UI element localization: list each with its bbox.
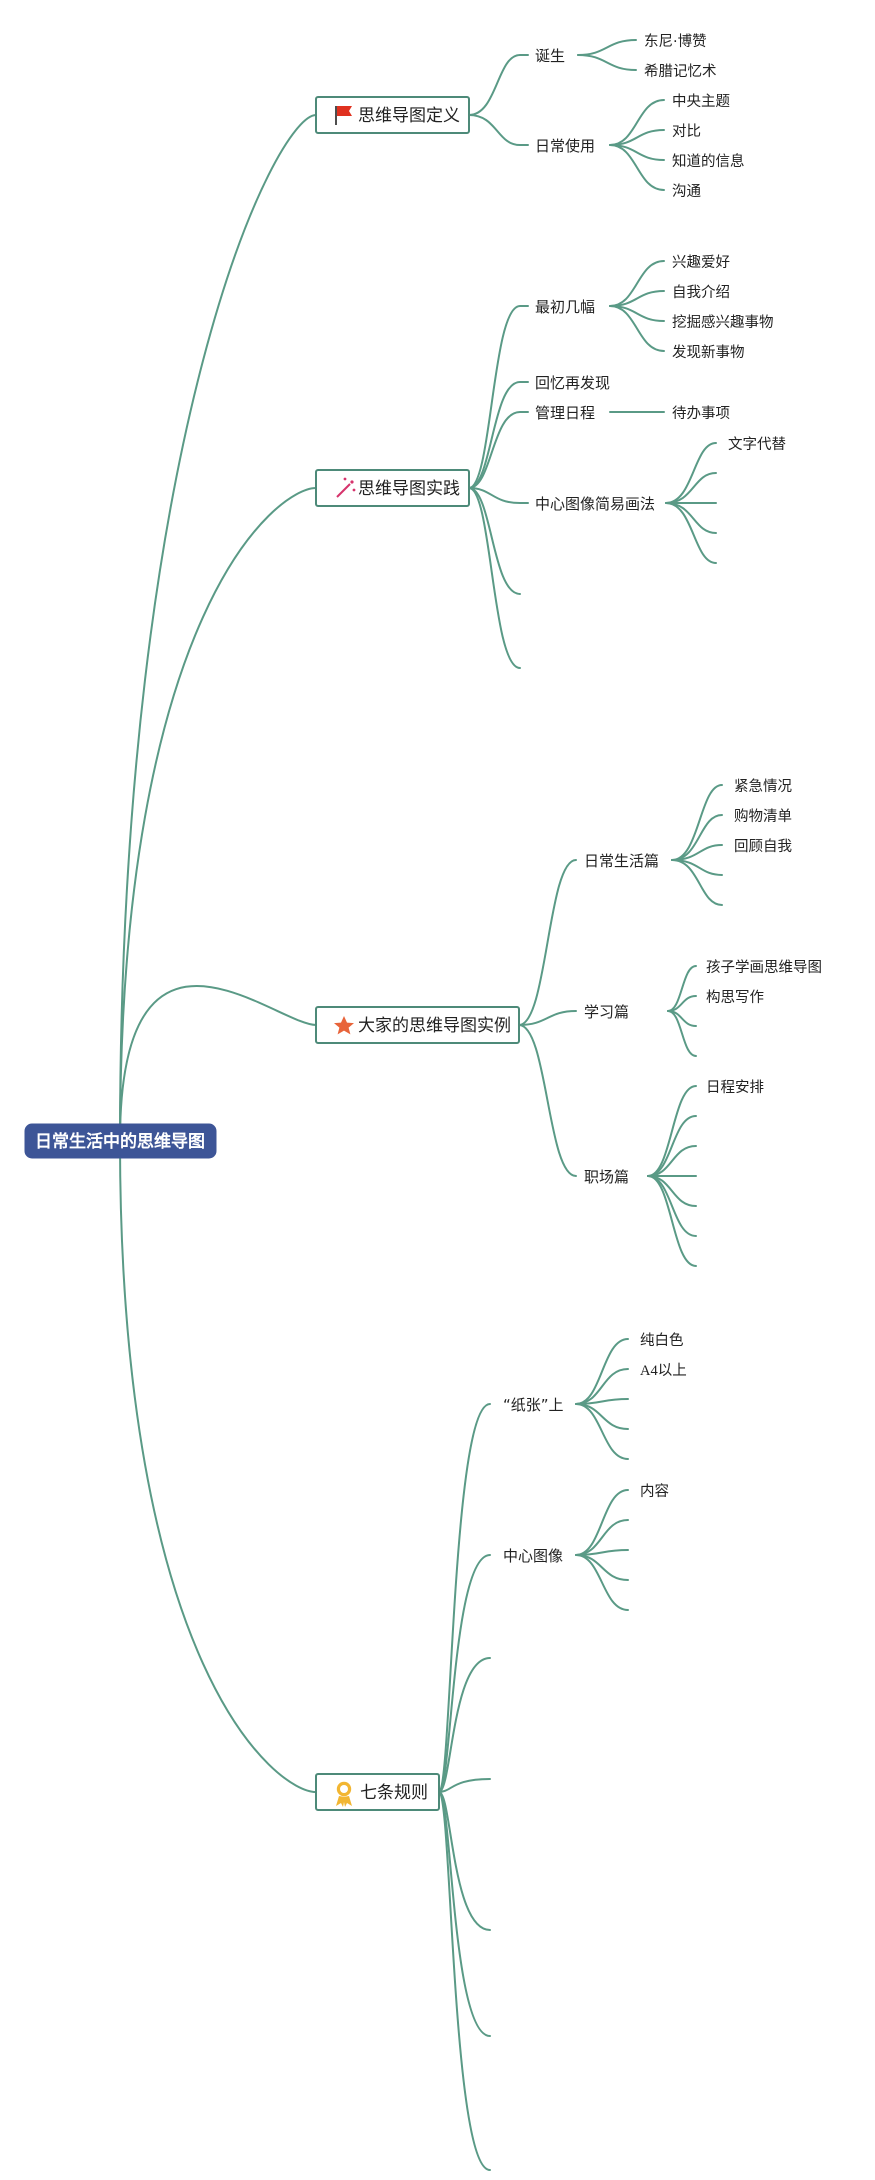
- root-node[interactable]: 日常生活中的思维导图: [24, 1123, 217, 1159]
- subtopic-label[interactable]: 学习篇: [584, 1003, 629, 1021]
- leaf-connector: [647, 1115, 697, 1177]
- leaf-label[interactable]: 挖掘感兴趣事物: [672, 314, 774, 331]
- leaf-label[interactable]: 希腊记忆术: [644, 63, 717, 80]
- leaf-connector: [609, 144, 665, 191]
- leaf-label[interactable]: 内容: [640, 1483, 669, 1500]
- subtopic-connector: [468, 487, 521, 669]
- leaf-label[interactable]: 对比: [672, 123, 701, 140]
- leaf-connector: [575, 1489, 629, 1556]
- leaf-connector: [575, 1338, 629, 1405]
- leaf-label[interactable]: 孩子学画思维导图: [706, 959, 822, 976]
- leaf-connector: [667, 1010, 697, 1057]
- subtopic-label[interactable]: “纸张”上: [503, 1396, 564, 1414]
- subtopic-label[interactable]: 管理日程: [535, 404, 595, 422]
- subtopic-label[interactable]: 最初几幅: [535, 298, 595, 316]
- subtopic-connector: [518, 859, 577, 1026]
- leaf-connector: [647, 1175, 697, 1237]
- star-icon: [334, 1016, 354, 1035]
- subtopic-connector: [438, 1791, 491, 2037]
- root-connector: [119, 487, 317, 1142]
- branch-node-seven-rules[interactable]: 七条规则: [315, 1773, 440, 1811]
- red-flag-icon: [335, 106, 352, 125]
- subtopic-label[interactable]: 回忆再发现: [535, 374, 610, 392]
- leaf-label[interactable]: 沟通: [672, 183, 701, 200]
- leaf-label[interactable]: 自我介绍: [672, 284, 730, 301]
- subtopic-connector: [438, 1791, 491, 2171]
- subtopic-connector: [468, 381, 529, 489]
- subtopic-connector: [468, 411, 529, 489]
- leaf-label[interactable]: 购物清单: [734, 808, 792, 825]
- leaf-label[interactable]: 回顾自我: [734, 838, 792, 855]
- subtopic-label[interactable]: 日常生活篇: [584, 852, 659, 870]
- leaf-connector: [665, 502, 717, 564]
- leaf-connector: [575, 1554, 629, 1611]
- leaf-connector: [671, 859, 723, 906]
- subtopic-connector: [518, 1010, 577, 1026]
- root-connector: [119, 985, 317, 1142]
- leaf-connector: [647, 1175, 697, 1267]
- leaf-label[interactable]: 知道的信息: [672, 153, 745, 170]
- subtopic-connector: [468, 114, 529, 146]
- root-connector: [119, 114, 317, 1142]
- magic-wand-icon: [336, 477, 356, 498]
- leaf-connector: [577, 54, 637, 71]
- subtopic-connector: [468, 54, 529, 116]
- subtopic-connector: [468, 487, 529, 504]
- branch-label: 思维导图定义: [358, 106, 460, 126]
- mind-map-connectors: [119, 39, 723, 2171]
- leaf-label[interactable]: 日程安排: [706, 1079, 764, 1096]
- leaf-label[interactable]: 中央主题: [672, 93, 730, 110]
- branch-label: 思维导图实践: [358, 479, 460, 499]
- subtopic-label[interactable]: 中心图像: [503, 1547, 563, 1565]
- leaf-connector: [671, 784, 723, 861]
- subtopic-label[interactable]: 职场篇: [584, 1168, 629, 1186]
- subtopic-connector: [438, 1554, 491, 1793]
- award-ribbon-icon: [336, 1781, 352, 1807]
- branch-label: 七条规则: [360, 1783, 428, 1803]
- leaf-label[interactable]: 发现新事物: [672, 344, 745, 361]
- subtopic-label[interactable]: 诞生: [535, 47, 565, 65]
- leaf-connector: [647, 1085, 697, 1177]
- leaf-label[interactable]: 文字代替: [728, 436, 786, 453]
- branch-label: 大家的思维导图实例: [358, 1016, 511, 1036]
- branch-node-examples[interactable]: 大家的思维导图实例: [315, 1006, 520, 1044]
- leaf-label[interactable]: 东尼·博赞: [644, 33, 707, 50]
- leaf-connector: [577, 39, 637, 56]
- subtopic-connector: [438, 1403, 491, 1793]
- subtopic-label[interactable]: 日常使用: [535, 137, 595, 155]
- subtopic-connector: [468, 487, 521, 595]
- subtopic-connector: [438, 1778, 491, 1793]
- leaf-connector: [575, 1554, 629, 1581]
- branch-node-practice[interactable]: 思维导图实践: [315, 469, 470, 507]
- leaf-connector: [609, 305, 665, 352]
- subtopic-connector: [438, 1657, 491, 1793]
- root-connector: [119, 1140, 317, 1793]
- leaf-label[interactable]: 纯白色: [640, 1332, 684, 1349]
- leaf-connector: [665, 442, 717, 504]
- branch-node-definition[interactable]: 思维导图定义: [315, 96, 470, 134]
- leaf-label[interactable]: 紧急情况: [734, 778, 792, 795]
- subtopic-connector: [518, 1024, 577, 1177]
- leaf-label[interactable]: A4以上: [640, 1362, 687, 1379]
- leaf-label[interactable]: 构思写作: [706, 989, 764, 1006]
- leaf-connector: [575, 1403, 629, 1460]
- leaf-label[interactable]: 兴趣爱好: [672, 254, 730, 271]
- leaf-label[interactable]: 待办事项: [672, 405, 730, 422]
- subtopic-connector: [468, 305, 529, 489]
- subtopic-label[interactable]: 中心图像简易画法: [535, 495, 655, 513]
- leaf-connector: [575, 1403, 629, 1430]
- root-node-label: 日常生活中的思维导图: [35, 1131, 205, 1152]
